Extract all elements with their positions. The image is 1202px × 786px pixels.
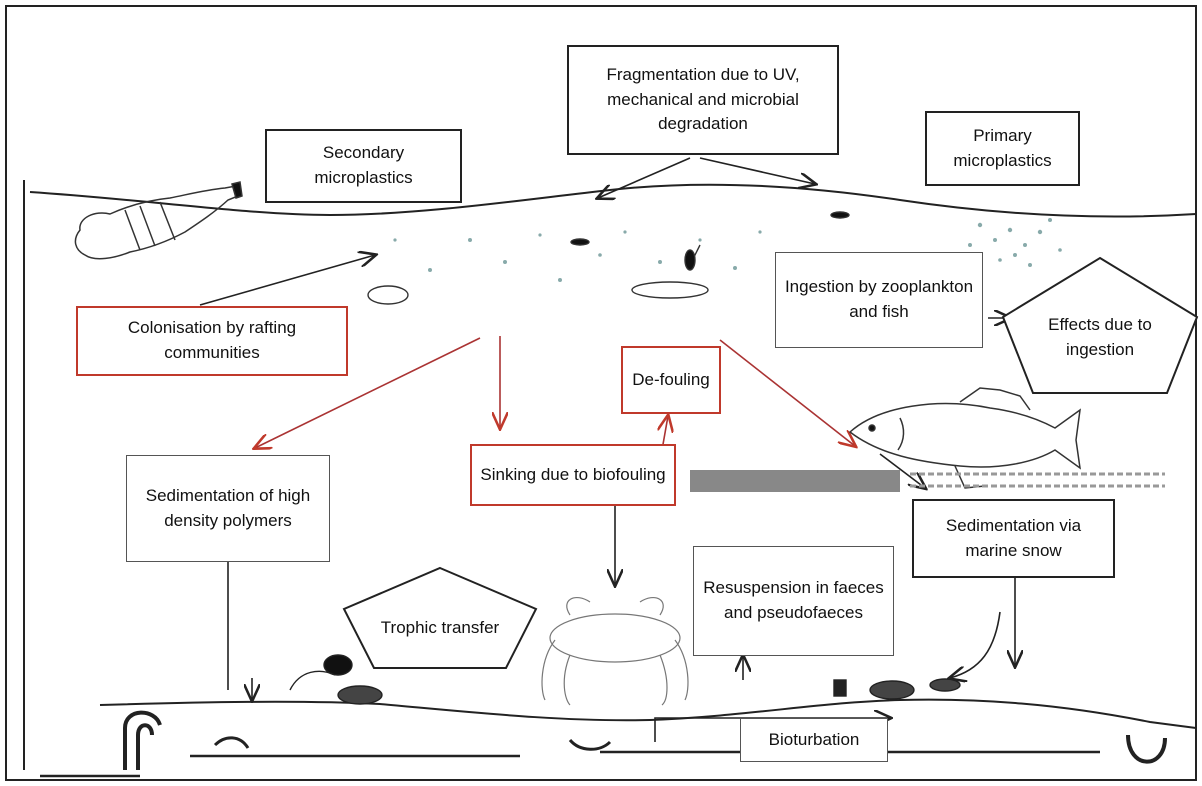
marine-snow-box: Sedimentation via marine snow [912, 499, 1115, 578]
microplastic-particles [393, 218, 1062, 282]
primary-microplastics-label: Primary microplastics [953, 125, 1052, 170]
sea-surface-line [29, 183, 1197, 218]
arrow-sedimentation-high [255, 337, 481, 448]
sea-floor-shadow [40, 750, 1100, 778]
sedimentation-high-density-label: Sedimentation of high density polymers [145, 485, 311, 530]
marine-snow-label: Sedimentation via marine snow [945, 515, 1082, 560]
effects-label-wrap: Effects due to ingestion [1040, 296, 1160, 380]
bioturbation-label: Bioturbation [768, 729, 860, 749]
worm-icon [123, 710, 1167, 770]
trophic-label-wrap: Trophic transfer [380, 596, 500, 660]
trophic-label: Trophic transfer [380, 617, 500, 637]
resuspension-box: Resuspension in faeces and pseudofaeces [693, 546, 894, 656]
arrow-snow-curve [950, 611, 1001, 678]
zooplankton-icon [367, 211, 850, 305]
primary-microplastics-box: Primary microplastics [925, 111, 1080, 186]
sinking-label: Sinking due to biofouling [480, 464, 666, 484]
arrow-to-fish [719, 339, 855, 446]
sea-floor-line [99, 698, 1197, 729]
fragmentation-label: Fragmentation due to UV, mechanical and … [606, 65, 800, 134]
benthic-organisms [289, 654, 961, 705]
effects-label: Effects due to ingestion [1048, 315, 1152, 359]
defouling-box: De-fouling [621, 346, 721, 414]
sedimentation-high-density-box: Sedimentation of high density polymers [126, 455, 330, 562]
arrow-fragmentation-left [598, 157, 691, 198]
secondary-microplastics-label: Secondary microplastics [314, 143, 413, 187]
ingestion-box: Ingestion by zooplankton and fish [775, 252, 983, 348]
sinking-box: Sinking due to biofouling [470, 444, 676, 506]
marine-snow-band [690, 470, 900, 492]
colonisation-box: Colonisation by rafting communities [76, 306, 348, 376]
trophic-pentagon [342, 566, 538, 669]
crab-icon [541, 597, 689, 706]
ingestion-label: Ingestion by zooplankton and fish [784, 277, 974, 321]
bioturbation-box: Bioturbation [740, 718, 888, 762]
arrow-fish-to-snow [879, 453, 925, 488]
effects-pentagon [1001, 256, 1199, 394]
colonisation-label: Colonisation by rafting communities [127, 318, 297, 362]
arrow-to-colonisation [199, 255, 375, 306]
resuspension-label: Resuspension in faeces and pseudofaeces [703, 578, 884, 622]
defouling-label: De-fouling [632, 369, 710, 389]
secondary-microplastics-box: Secondary microplastics [265, 129, 462, 203]
marine-snow-band-dashes [910, 472, 1165, 488]
diagram-frame [5, 5, 1197, 781]
fragmentation-box: Fragmentation due to UV, mechanical and … [567, 45, 839, 155]
arrow-fragmentation-right [699, 157, 815, 184]
plastic-bottle-icon [74, 181, 243, 260]
